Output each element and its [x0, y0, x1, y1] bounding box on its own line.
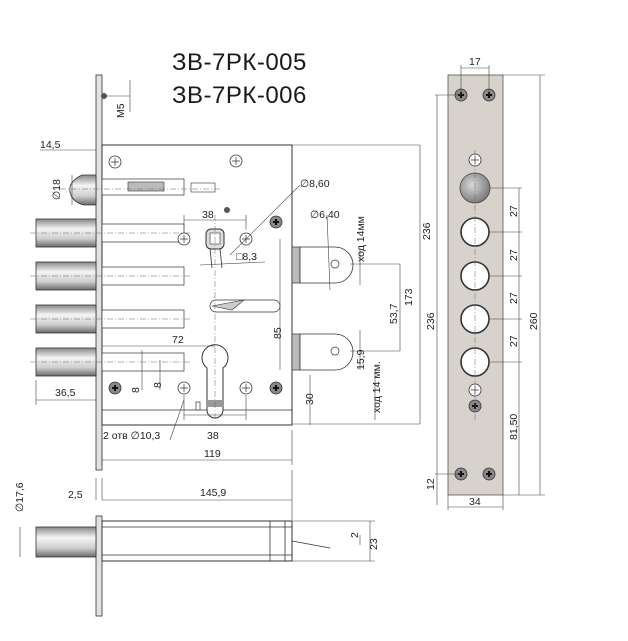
strike-dim-27: 27 [508, 335, 520, 347]
dim-d8-60: ∅8,60 [300, 178, 330, 190]
mount-hole-icon [239, 381, 253, 395]
strike-dim-34: 34 [469, 496, 481, 508]
stroke-label-top: ход 14мм [355, 216, 367, 262]
holes-label: 2 отв ∅10,3 [103, 430, 160, 442]
strike-dim-236: 236 [425, 312, 437, 330]
strike-dim-81-50: 81,50 [508, 414, 520, 440]
dim-sq8-3: □8,3 [236, 251, 257, 263]
dim-236: 236 [421, 222, 433, 240]
dim-85: 85 [272, 327, 284, 339]
dim-53-7: 53,7 [388, 303, 400, 324]
body-screw-icon [269, 381, 283, 395]
strike-plate: 17 236 260 27 27 27 27 81,50 12 34 [425, 56, 545, 510]
dim-38-bottom: 38 [207, 430, 219, 442]
strike-dim-17: 17 [469, 56, 481, 68]
dim-72: 72 [172, 334, 184, 346]
reverse-bolt-bottom [299, 333, 354, 371]
dim-15-9: 15,9 [355, 349, 367, 370]
strike-screw-icon [482, 467, 496, 481]
dim-23: 23 [368, 538, 380, 550]
dim-8-b: 8 [152, 382, 164, 388]
dim-145-9: 145,9 [200, 487, 226, 499]
dim-2-5: 2,5 [68, 489, 83, 501]
strike-dim-12: 12 [425, 478, 437, 490]
bottom-view: ∅17,6 2,5 145,9 2 23 [14, 470, 380, 617]
strike-dim-260: 260 [528, 312, 540, 330]
reverse-bolt-top [299, 246, 354, 284]
dim-2: 2 [349, 532, 361, 538]
strike-dim-27: 27 [508, 249, 520, 261]
latch-bolt [69, 174, 97, 206]
dim-d18: ∅18 [51, 179, 63, 200]
dim-36-5: 36,5 [55, 387, 76, 399]
stroke-label-bottom: ход 14 мм. [371, 361, 383, 413]
deadbolts [30, 218, 190, 377]
body-screw-icon [108, 381, 122, 395]
dim-30: 30 [304, 393, 316, 405]
dim-m5: M5 [115, 103, 127, 118]
dim-d6-40: ∅6,40 [310, 209, 340, 221]
dim-173: 173 [403, 288, 415, 306]
front-view: M5 [30, 74, 433, 471]
model-title-2: ЗВ-7РК-006 [172, 82, 307, 109]
body-screw-icon [269, 215, 283, 229]
dimension-lines [35, 144, 421, 465]
faceplate [95, 74, 103, 471]
body-screw-icon [229, 154, 243, 168]
small-pin-icon [224, 207, 230, 213]
mount-hole-icon [177, 232, 191, 246]
dim-d17-6: ∅17,6 [14, 482, 26, 512]
dim-38-top: 38 [202, 209, 214, 221]
mount-hole-icon [177, 381, 191, 395]
strike-dim-27: 27 [508, 205, 520, 217]
strike-dim-27: 27 [508, 292, 520, 304]
dim-8-a: 8 [130, 387, 142, 393]
dim-119: 119 [204, 448, 221, 460]
body-screw-icon [108, 155, 122, 169]
model-title-1: ЗВ-7РК-005 [172, 49, 307, 76]
dim-14-5: 14,5 [40, 139, 61, 151]
deadbolt-side [35, 526, 97, 558]
